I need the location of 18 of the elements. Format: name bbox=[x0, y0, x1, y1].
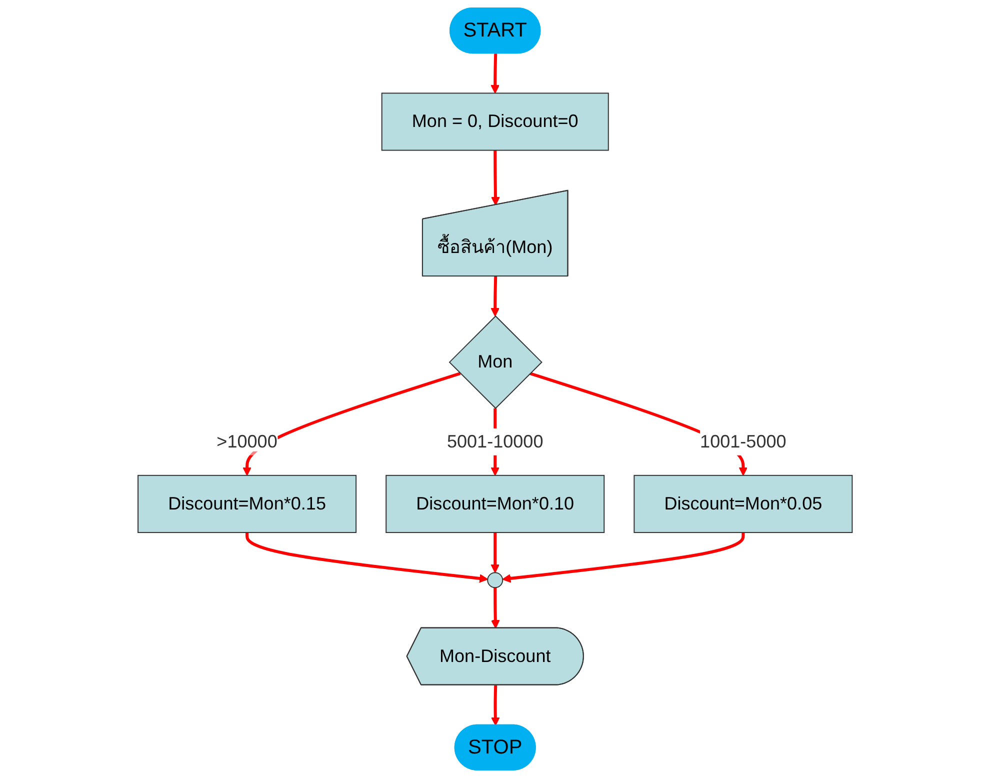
edge-label: >10000 bbox=[216, 431, 278, 452]
arrow bbox=[490, 588, 500, 629]
edge-label: 1001-5000 bbox=[700, 431, 786, 452]
node-box: Discount=Mon*0.10 bbox=[386, 474, 604, 534]
arrow bbox=[490, 532, 500, 573]
arrow bbox=[490, 54, 500, 94]
arrow bbox=[502, 532, 745, 583]
edge-label: 5001-10000 bbox=[446, 431, 544, 452]
node-circle bbox=[486, 572, 504, 588]
arrow bbox=[490, 150, 500, 206]
arrow bbox=[490, 685, 500, 726]
arrow bbox=[490, 276, 500, 316]
node-diamond: Mon bbox=[448, 315, 542, 409]
arrow bbox=[245, 532, 488, 583]
arrow bbox=[242, 372, 461, 476]
node-box: Mon = 0, Discount=0 bbox=[381, 92, 609, 151]
node-box: Discount=Mon*0.05 bbox=[634, 474, 853, 534]
node-box: Discount=Mon*0.15 bbox=[137, 474, 356, 534]
